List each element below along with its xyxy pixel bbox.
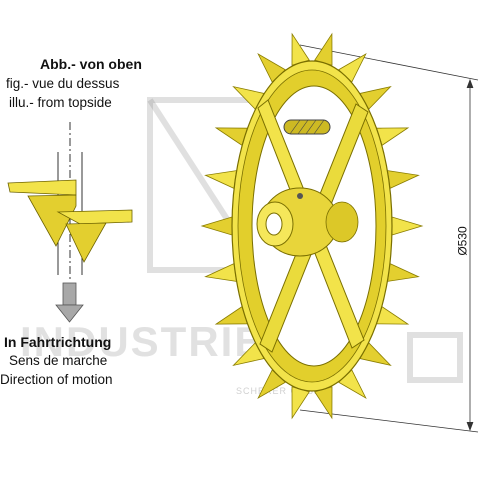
slot-hole xyxy=(283,119,331,135)
top-view-label-en: illu.- from topside xyxy=(9,95,112,110)
tooth-profile xyxy=(7,179,133,263)
spiked-wheel xyxy=(200,32,424,420)
wheel-tooth xyxy=(204,170,237,190)
direction-label-en: Direction of motion xyxy=(0,372,113,387)
wheel-tooth xyxy=(387,262,420,282)
diameter-label: Ø530 xyxy=(455,226,470,256)
top-view-label-de: Abb.- von oben xyxy=(40,56,142,72)
hub-boss-right xyxy=(325,201,359,243)
direction-label-fr: Sens de marche xyxy=(9,353,108,368)
wheel-teeth xyxy=(200,32,424,420)
top-view-label-fr: fig.- vue du dessus xyxy=(6,76,120,91)
wheel-tooth xyxy=(291,32,310,66)
wheel-tooth xyxy=(391,216,424,236)
wheel-tooth xyxy=(200,216,233,236)
hub-bore xyxy=(265,212,283,236)
wheel-tooth xyxy=(314,386,333,420)
wheel-tooth xyxy=(387,170,420,190)
direction-label-de: In Fahrtrichtung xyxy=(4,334,112,350)
down-arrow-icon xyxy=(55,282,84,323)
bolt-hole xyxy=(297,193,303,199)
watermark-subtext: SCHERER GMBH xyxy=(236,386,322,396)
wheel-tooth xyxy=(291,386,310,420)
wheel-tooth xyxy=(314,32,333,66)
